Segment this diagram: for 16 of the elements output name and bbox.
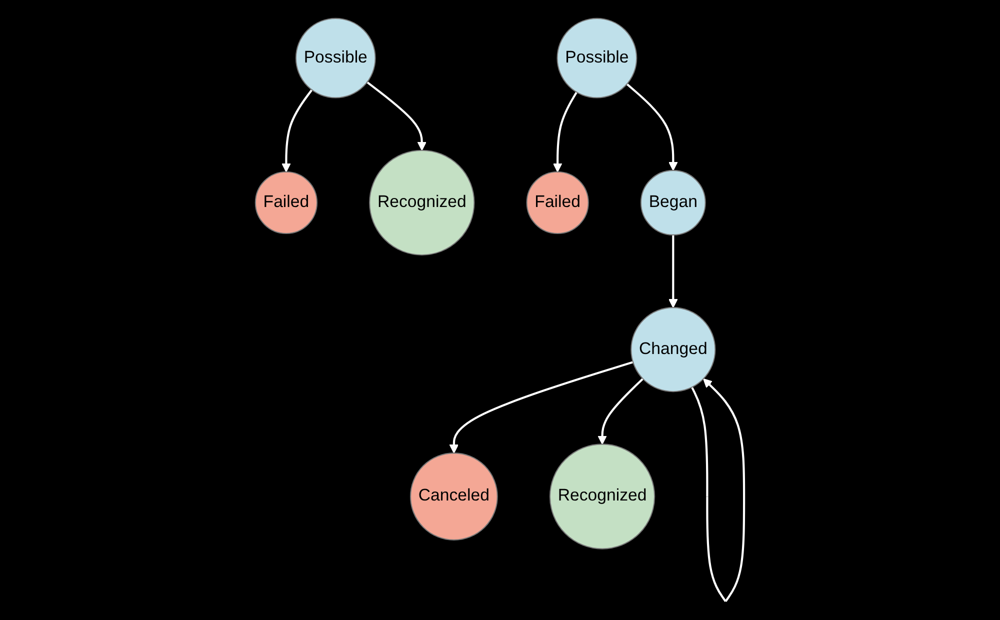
node-circle: Failed: [255, 171, 318, 234]
arrow: [450, 361, 634, 454]
arrow: [626, 83, 678, 171]
node-circle: Canceled: [410, 452, 498, 540]
arrow: [668, 234, 678, 308]
arrow: [366, 81, 427, 151]
node-circle: Possible: [557, 18, 638, 98]
arrow: [598, 378, 644, 445]
arrow: [553, 92, 578, 172]
node-circle: Recognized: [369, 150, 475, 256]
node-circle: Changed: [630, 307, 716, 392]
arrow: [282, 89, 313, 172]
node-circle: Began: [640, 170, 706, 236]
node-circle: Recognized: [550, 444, 656, 550]
node-circle: Failed: [526, 171, 590, 234]
node-circle: Possible: [296, 18, 376, 98]
